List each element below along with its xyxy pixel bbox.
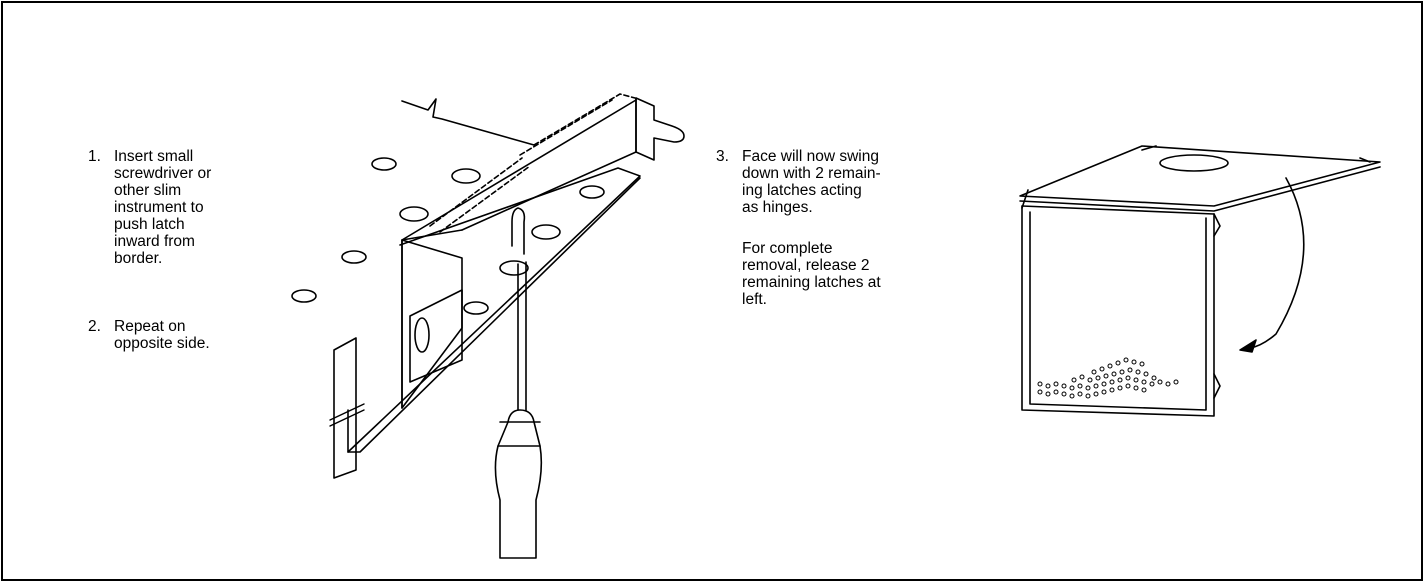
screwdriver-tip [512,208,524,254]
face-swing-illustration [0,0,1426,564]
latch-tab [636,98,684,160]
left-bracket [334,338,356,478]
step-2-text: Repeat on opposite side. [114,318,210,352]
latch-release-illustration [0,0,1426,564]
screwdriver-shaft [518,262,526,410]
hanging-face [1022,206,1214,416]
swing-arrow [1250,178,1304,348]
screwdriver-handle [495,410,541,558]
step-2-number: 2. [88,318,101,335]
top-panel [1020,146,1380,206]
step-3-text: Face will now swing down with 2 remain- … [742,148,881,216]
step-1-number: 1. [88,148,101,165]
step-1-text: Insert small screwdriver or other slim i… [114,148,212,267]
perforation-holes [1038,358,1178,398]
panel-break-line [402,99,534,145]
step-3: 3. Face will now swing down with 2 remai… [716,148,976,218]
step-3-number: 3. [716,148,729,165]
removal-note: For complete removal, release 2 remainin… [742,240,881,308]
step-1: 1. Insert small screwdriver or other sli… [88,148,288,278]
step-2: 2. Repeat on opposite side. [88,318,288,358]
